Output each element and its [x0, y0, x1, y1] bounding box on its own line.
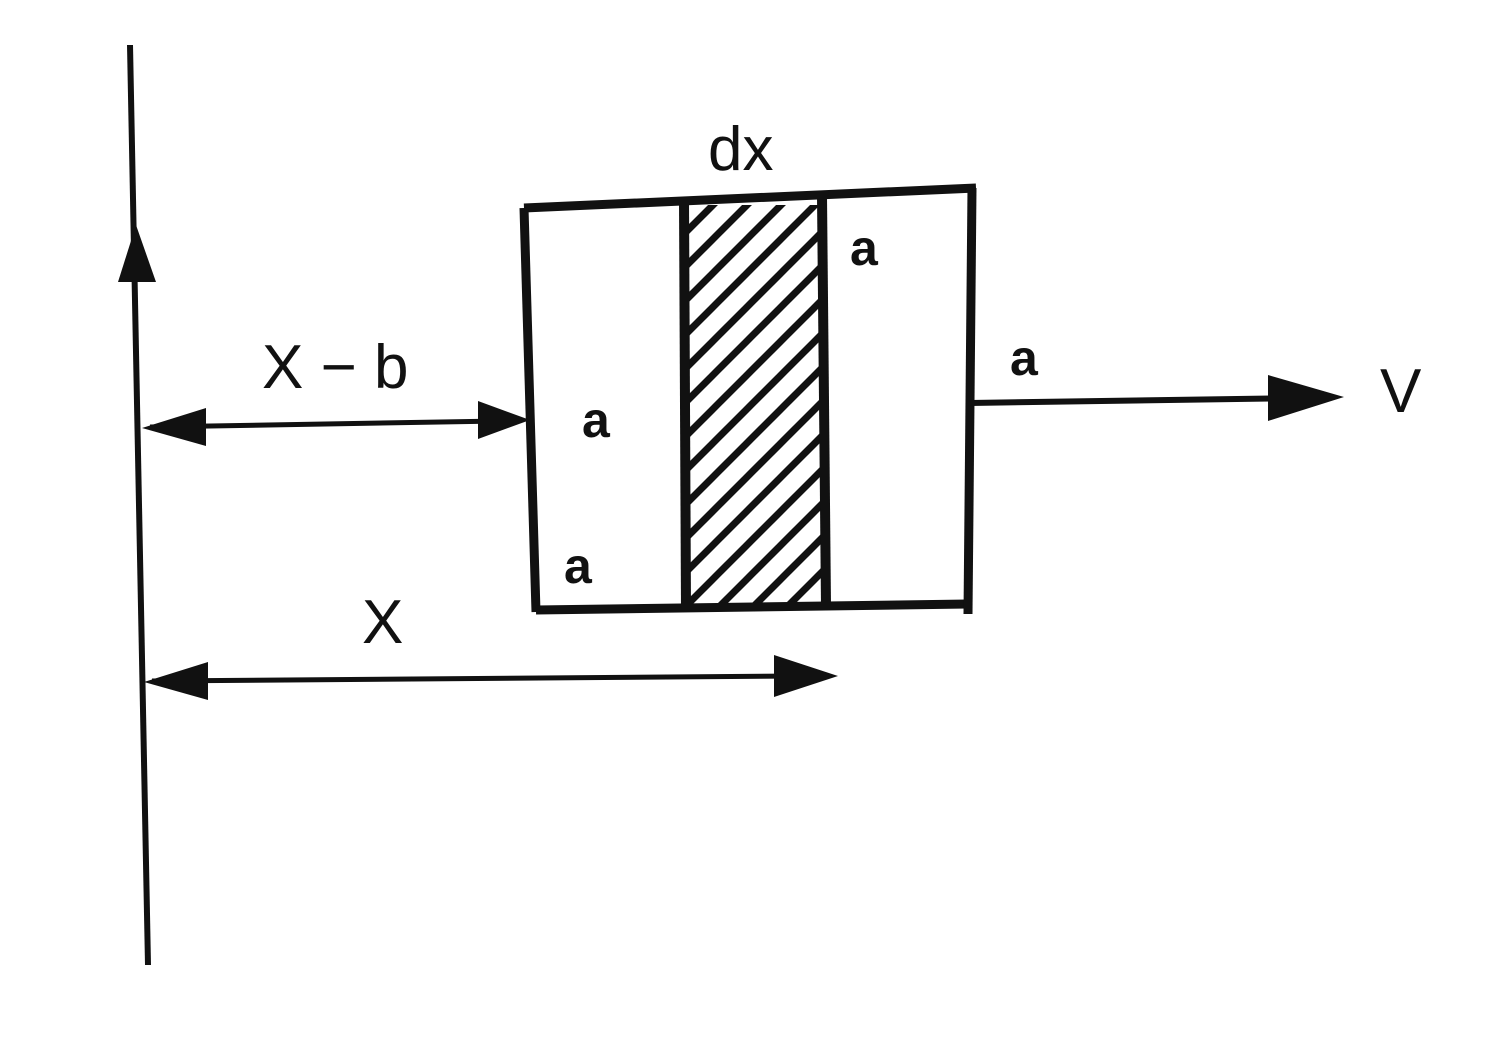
- strip-arrowhead-right: [774, 655, 838, 697]
- gap-distance-label: X − b: [262, 333, 409, 402]
- strip-dimension-line: [151, 673, 801, 684]
- current-wire: [127, 44, 151, 966]
- gap-arrowhead-right: [478, 401, 530, 439]
- strip-width-label: dx: [708, 115, 773, 184]
- gap-arrowhead-left: [142, 408, 206, 446]
- strip-right-edge: [817, 195, 831, 607]
- current-direction-arrow: [118, 225, 156, 282]
- velocity-arrowhead: [1268, 375, 1344, 421]
- strip-distance-label: X: [362, 588, 403, 657]
- side-label-right-edge: a: [1010, 330, 1039, 386]
- side-label-top-right: a: [850, 220, 879, 276]
- strip-left-edge: [679, 199, 691, 611]
- side-label-left-middle: a: [582, 392, 611, 448]
- side-label-bottom-left: a: [564, 538, 593, 594]
- square-loop: [519, 183, 977, 615]
- gap-dimension-line: [149, 418, 501, 430]
- velocity-line: [969, 395, 1301, 406]
- velocity-label: V: [1380, 357, 1422, 426]
- hatched-strip: [686, 205, 824, 608]
- strip-arrowhead-left: [144, 662, 208, 700]
